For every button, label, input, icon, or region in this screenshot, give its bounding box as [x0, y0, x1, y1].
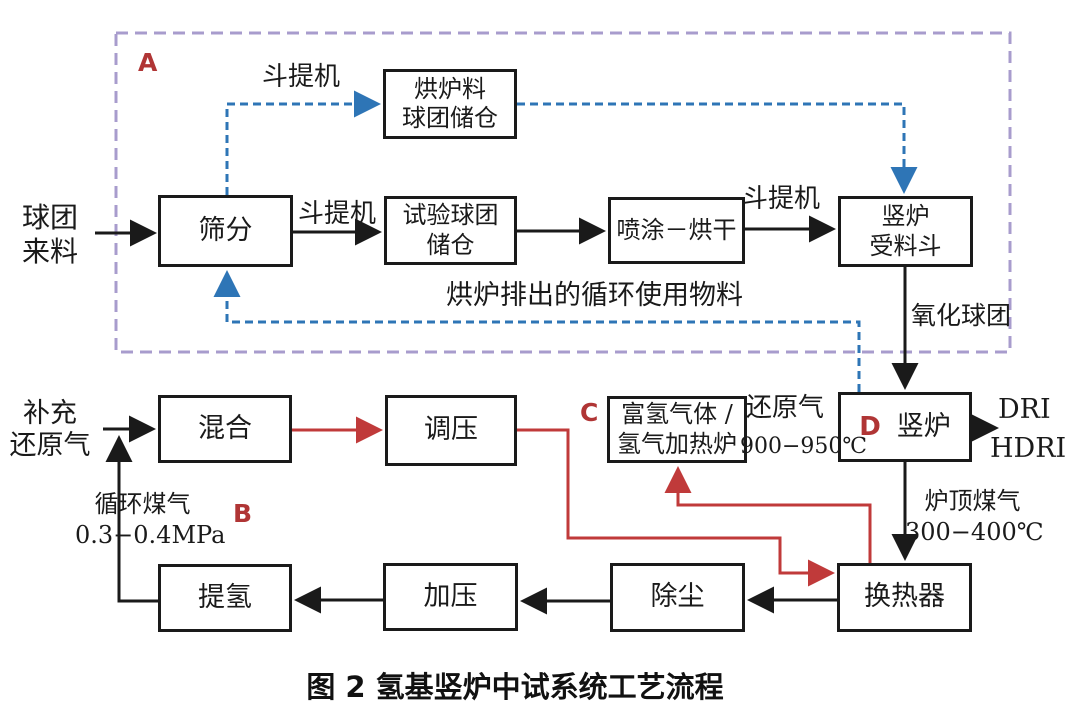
black-flow-arrows: [95, 215, 999, 615]
label-bucket-elevator-top: 斗提机: [262, 62, 341, 92]
node-h2-extraction: 提氢: [158, 564, 292, 632]
zone-c-label: C: [580, 398, 599, 427]
node-heat-exchanger-label: 换热器: [864, 581, 945, 613]
node-furnace-hopper-label: 竖炉 受料斗: [869, 202, 942, 260]
label-reducing-gas-temp: 900−950℃: [740, 434, 868, 459]
node-shaft-furnace-label: 竖炉: [896, 410, 951, 442]
node-h2-heater-label: 富氢气体 / 氢气加热炉: [617, 400, 737, 458]
label-dri-output: DRI: [998, 394, 1051, 425]
label-reducing-gas: 还原气: [746, 393, 825, 423]
zone-d-label: D: [859, 412, 881, 442]
node-dedusting-label: 除尘: [650, 581, 705, 613]
node-h2-heater: 富氢气体 / 氢气加热炉: [607, 396, 747, 463]
label-top-gas: 炉顶煤气 300−400℃: [905, 487, 1044, 547]
node-h2-extraction-label: 提氢: [198, 581, 252, 613]
node-pressure-regulation: 调压: [385, 395, 517, 466]
node-spray-drying: 喷涂－烘干: [608, 197, 745, 264]
label-oxidized-pellet: 氧化球团: [911, 301, 1012, 330]
node-spray-drying-label: 喷涂－烘干: [616, 215, 737, 244]
zone-a-dashed-border: [114, 31, 1012, 354]
blue-dashed-flow-arrows: [213, 90, 918, 392]
label-bucket-elevator-right: 斗提机: [742, 184, 821, 214]
node-screening: 筛分: [158, 195, 293, 267]
label-bucket-elevator-mid: 斗提机: [298, 199, 377, 229]
node-drying-pellet-bin-label: 烘炉料 球团储仓: [402, 74, 498, 132]
node-pressurization-label: 加压: [423, 580, 478, 612]
node-screening-label: 筛分: [198, 214, 253, 246]
node-test-pellet-bin: 试验球团 储仓: [384, 196, 517, 265]
node-drying-pellet-bin: 烘炉料 球团储仓: [383, 69, 517, 139]
node-pressurization: 加压: [383, 563, 518, 631]
node-dedusting: 除尘: [610, 563, 745, 632]
zone-b-label: B: [233, 499, 253, 528]
node-heat-exchanger: 换热器: [837, 563, 972, 632]
label-recycled-material: 烘炉排出的循环使用物料: [446, 280, 743, 311]
label-hdri-output: HDRI: [990, 433, 1067, 464]
label-circulating-gas: 循环煤气 0.3−0.4MPa: [75, 490, 226, 550]
label-makeup-reducing-gas: 补充 还原气: [9, 398, 91, 462]
node-test-pellet-bin-label: 试验球团 储仓: [402, 201, 499, 259]
node-mixing: 混合: [158, 395, 292, 463]
node-furnace-hopper: 竖炉 受料斗: [838, 196, 973, 267]
node-shaft-furnace: D 竖炉: [838, 392, 972, 462]
node-mixing-label: 混合: [198, 412, 252, 444]
label-pellet-feed: 球团 来料: [21, 201, 78, 268]
red-flow-arrows: [292, 416, 872, 587]
zone-a-label: A: [138, 48, 158, 77]
node-pressure-regulation-label: 调压: [424, 414, 478, 446]
figure-caption: 图 2 氢基竖炉中试系统工艺流程: [306, 670, 724, 704]
